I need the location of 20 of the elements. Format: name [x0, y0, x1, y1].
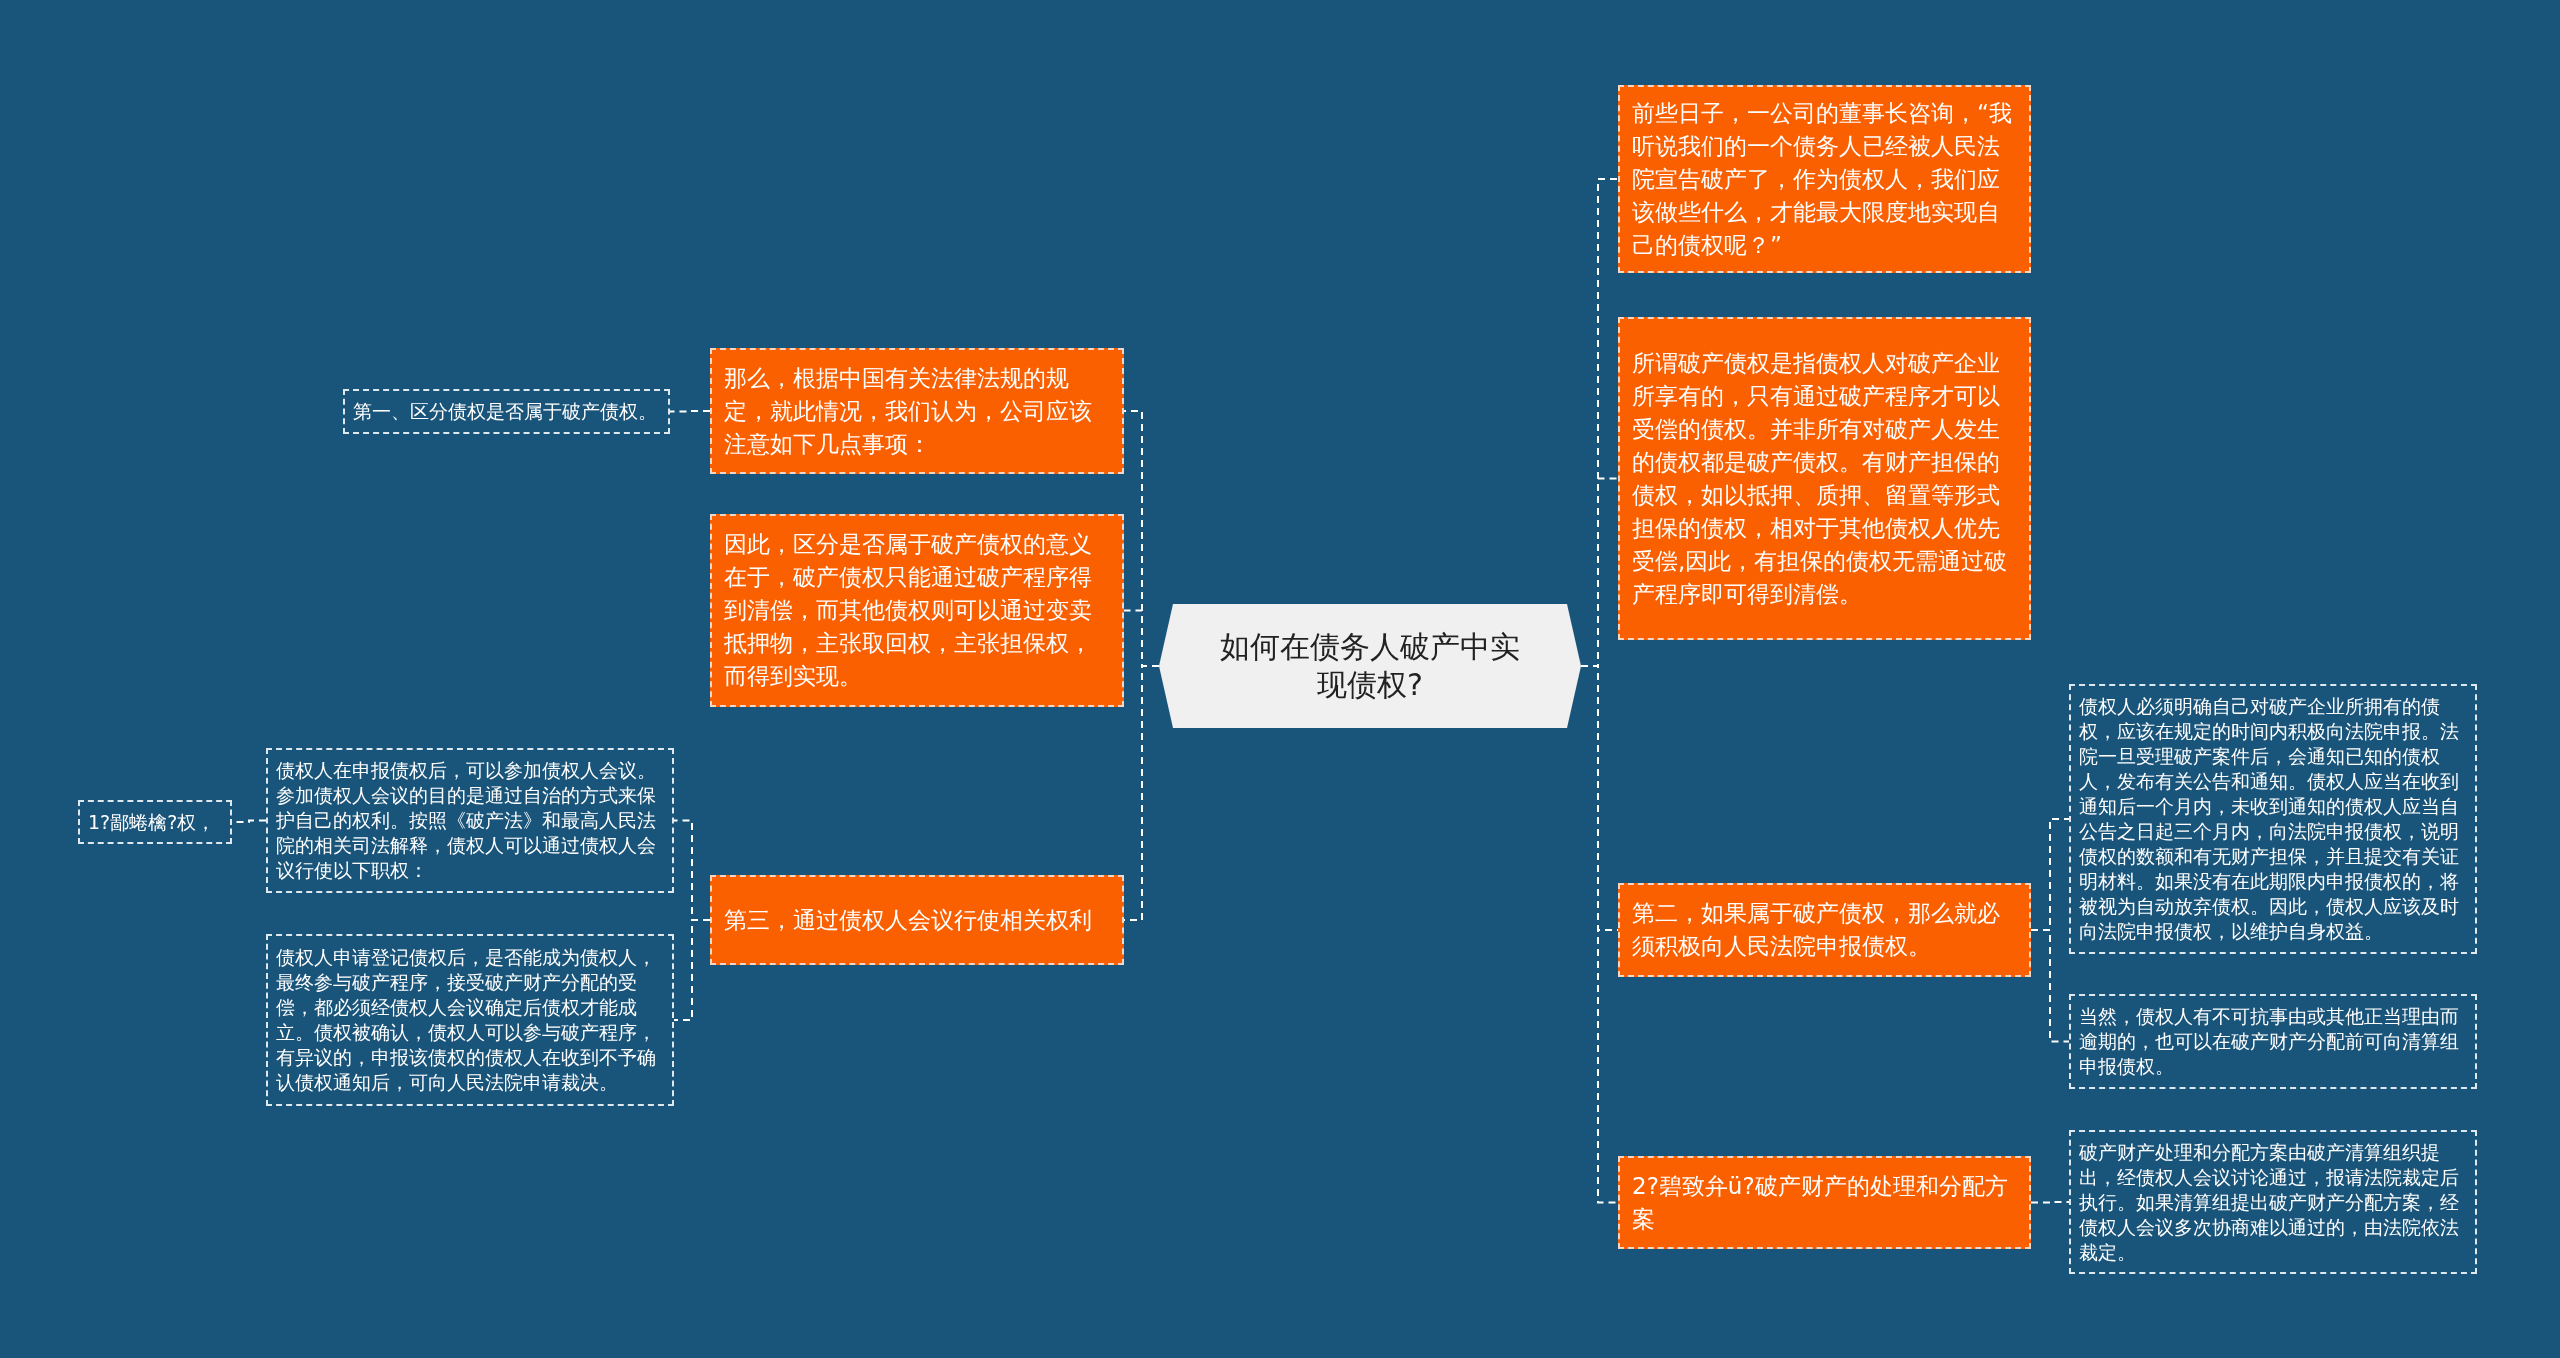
detail-box: 债权人申请登记债权后，是否能成为债权人，最终参与破产程序，接受破产财产分配的受偿，都必须经债权人会议确定后债权才能成立。债权被确认，债权人可以参与破产程序，有异议的，申报该债权的债权人在收到不予确认债权通知后，可向人民法院申请裁决。 — [266, 934, 674, 1106]
topic-box: 那么，根据中国有关法律法规的规定，就此情况，我们认为，公司应该注意如下几点事项： — [710, 348, 1124, 474]
central-topic-text: 如何在债务人破产中实现债权? — [1219, 628, 1521, 704]
topic-box: 因此，区分是否属于破产债权的意义在于，破产债权只能通过破产程序得到清偿，而其他债权则可以通过变卖抵押物，主张取回权，主张担保权，而得到实现。 — [710, 514, 1124, 707]
detail-box: 债权人必须明确自己对破产企业所拥有的债权，应该在规定的时间内积极向法院申报。法院一旦受理破产案件后，会通知已知的债权人，发布有关公告和通知。债权人应当在收到通知后一个月内，未收到通知的债权人应当自公告之日起三个月内，向法院申报债权，说明债权的数额和有无财产担保，并且提交有关证明材料。如果没有在此期限内申报债权的，将被视为自动放弃债权。因此，债权人应该及时向法院申报债权，以维护自身权益。 — [2069, 684, 2477, 954]
topic-box: 所谓破产债权是指债权人对破产企业所享有的，只有通过破产程序才可以受偿的债权。并非所有对破产人发生的债权都是破产债权。有财产担保的债权，如以抵押、质押、留置等形式担保的债权，相对于其他债权人优先受偿,因此，有担保的债权无需通过破产程序即可得到清偿。 — [1618, 317, 2031, 640]
detail-box: 1?鄙蜷檎?权， — [78, 800, 232, 844]
detail-box: 当然，债权人有不可抗事由或其他正当理由而逾期的，也可以在破产财产分配前可向清算组申报债权。 — [2069, 994, 2477, 1089]
central-topic-hexagon — [1159, 604, 1581, 728]
connector-line — [669, 410, 711, 413]
detail-box: 债权人在申报债权后，可以参加债权人会议。参加债权人会议的目的是通过自治的方式来保护自己的权利。按照《破产法》和最高人民法院的相关司法解释，债权人可以通过债权人会议行使以下职权： — [266, 748, 674, 893]
detail-box: 破产财产处理和分配方案由破产清算组织提出，经债权人会议讨论通过，报请法院裁定后执行。如果清算组提出破产财产分配方案，经债权人会议多次协商难以通过的，由法院依法裁定。 — [2069, 1130, 2477, 1274]
topic-box: 第二，如果属于破产债权，那么就必须积极向人民法院申报债权。 — [1618, 883, 2031, 977]
connector-line — [673, 919, 711, 1021]
connector-line — [2030, 929, 2070, 1043]
topic-box: 2?碧致弁ü?破产财产的处理和分配方案 — [1618, 1156, 2031, 1249]
connector-line — [2030, 1201, 2070, 1204]
detail-box: 第一、区分债权是否属于破产债权。 — [343, 389, 670, 434]
topic-box: 前些日子，一公司的董事长咨询，“我听说我们的一个债务人已经被人民法院宣告破产了，作为债权人，我们应该做些什么，才能最大限度地实现自己的债权呢？” — [1618, 85, 2031, 273]
topic-box: 第三，通过债权人会议行使相关权利 — [710, 875, 1124, 965]
